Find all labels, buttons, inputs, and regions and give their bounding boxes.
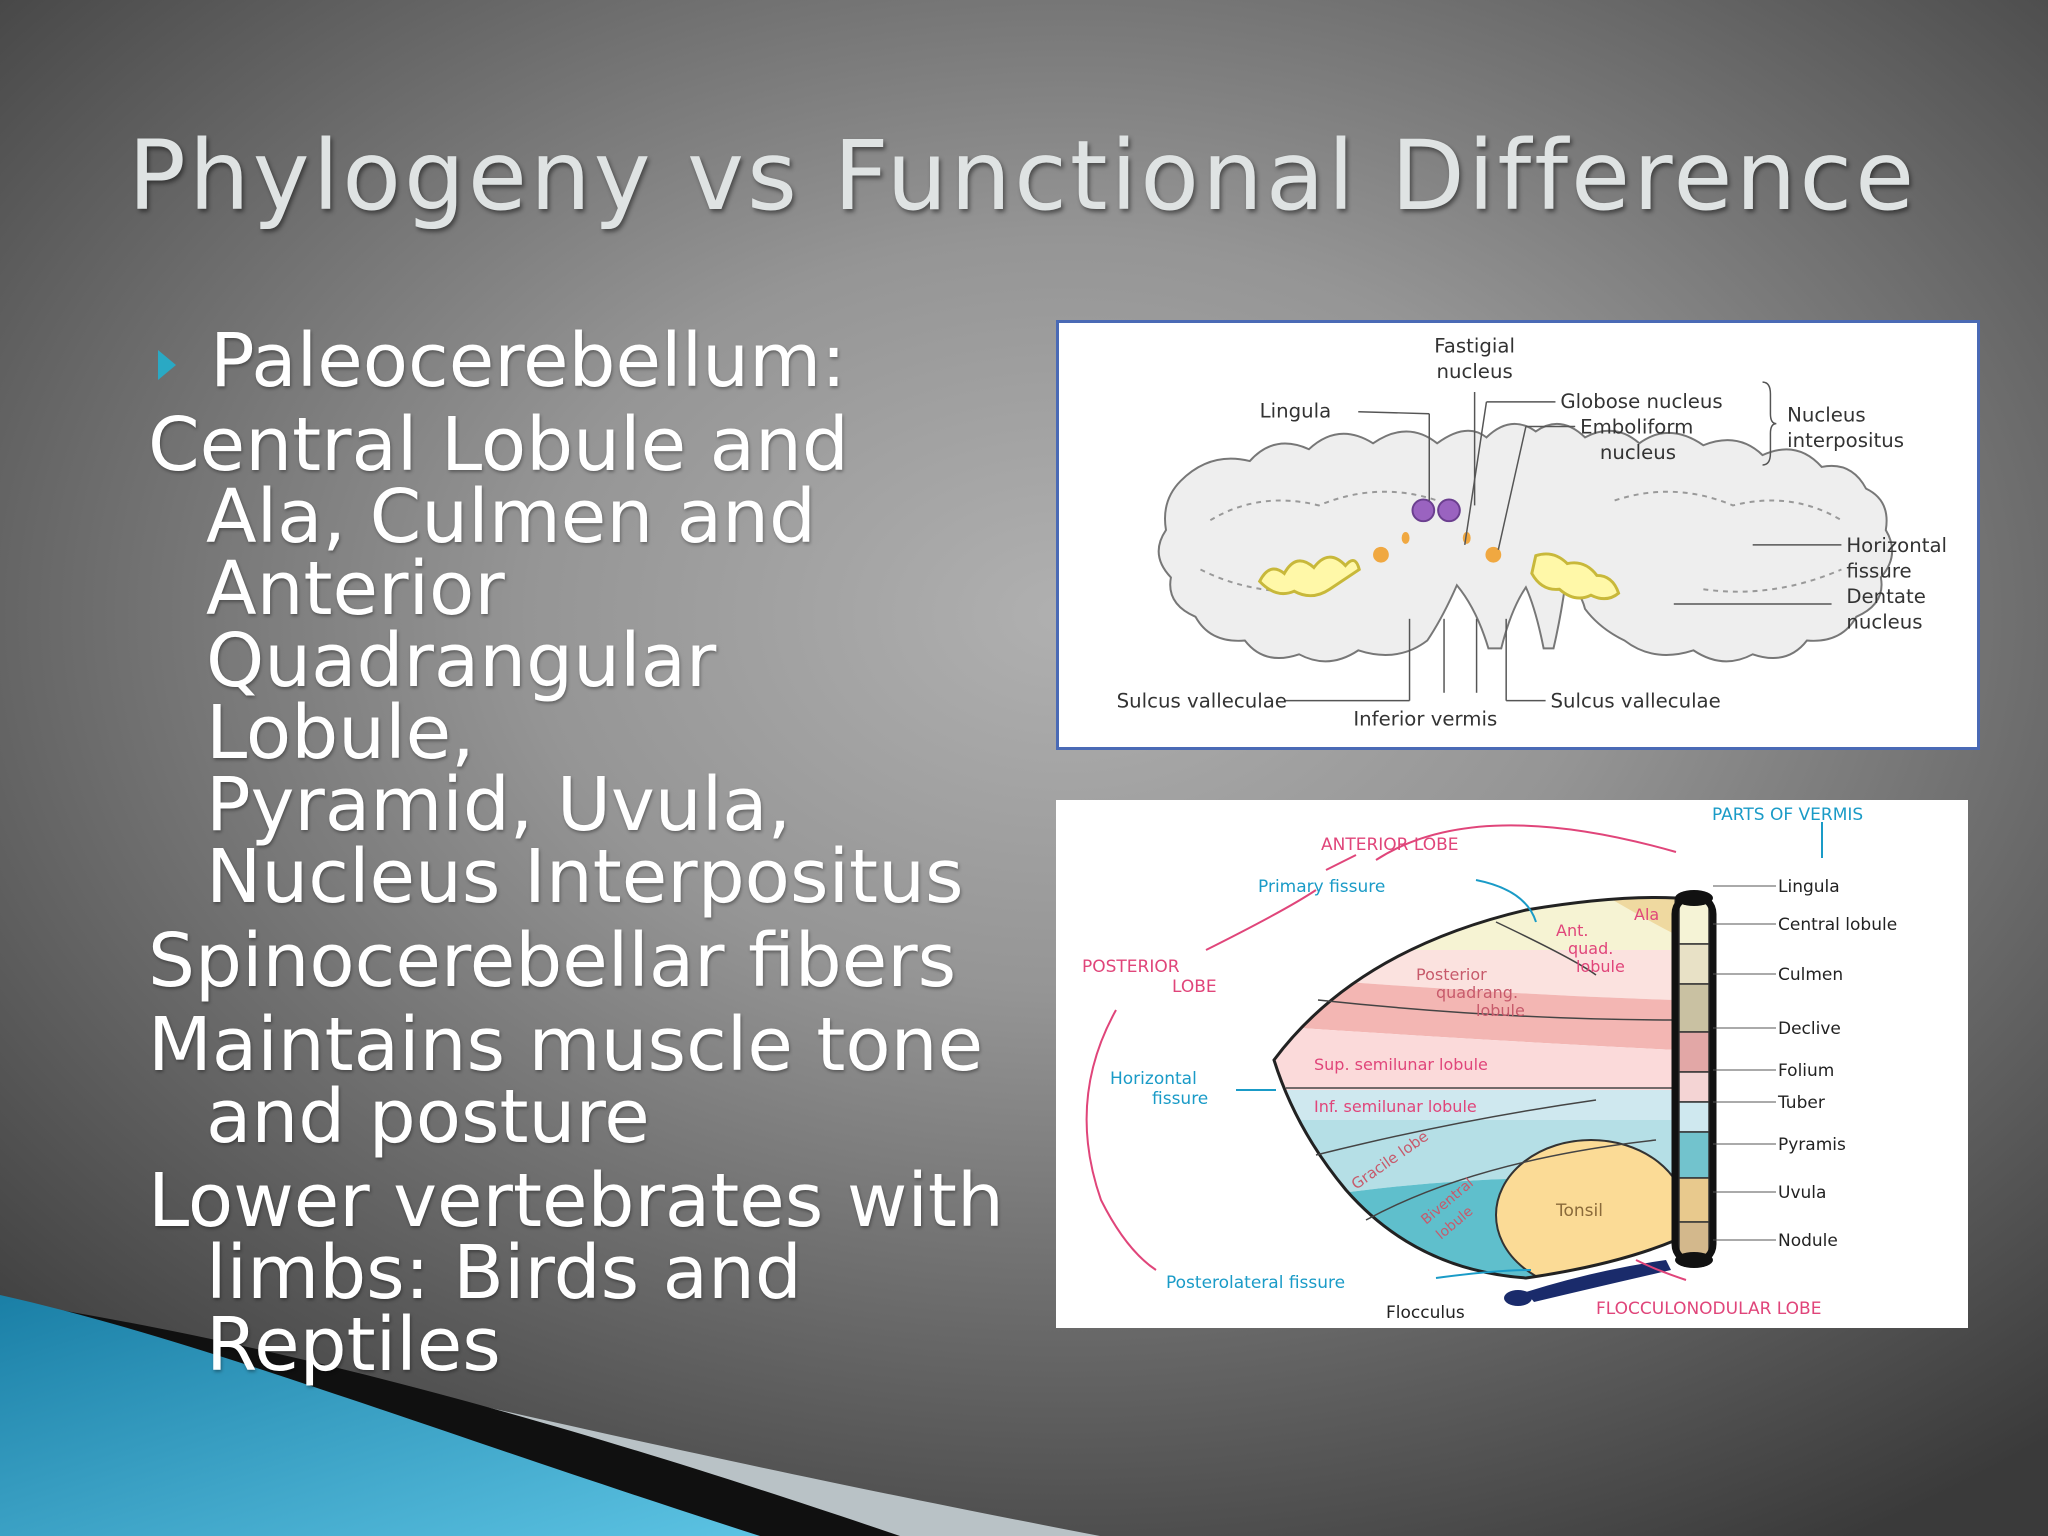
text-line: Spinocerebellar fibers xyxy=(148,918,957,1004)
label-lingula: Lingula xyxy=(1260,400,1332,423)
paragraph: Spinocerebellar fibers xyxy=(148,924,1008,998)
label-posterior-lobe: POSTERIOR xyxy=(1082,957,1180,977)
label-posterior-lobe-2: LOBE xyxy=(1172,977,1217,997)
label-primary-fissure: Primary fissure xyxy=(1258,877,1385,897)
label-emboliform-2: nucleus xyxy=(1600,441,1676,464)
vermis-label-uvula: Uvula xyxy=(1778,1183,1826,1203)
label-horizontal-fissure: Horizontal xyxy=(1110,1069,1197,1089)
label-ant-quad-2: quad. xyxy=(1568,939,1613,958)
label-horizontal-2: fissure xyxy=(1846,559,1911,582)
label-ant-quad: Ant. xyxy=(1556,921,1588,940)
vermis-label-pyramis: Pyramis xyxy=(1778,1135,1846,1155)
label-horizontal: Horizontal xyxy=(1846,534,1947,557)
vermis-label-lingula: Lingula xyxy=(1778,877,1840,897)
label-posterolateral-fissure: Posterolateral fissure xyxy=(1166,1273,1345,1293)
label-ala: Ala xyxy=(1634,905,1659,924)
text-line: Nucleus Interpositus xyxy=(206,834,964,920)
text-line: Reptiles xyxy=(206,1302,501,1388)
paragraph: Lower vertebrates with limbs: Birds and … xyxy=(148,1164,1008,1382)
cerebellum-section-figure: Fastigial nucleus Lingula Globose nucleu… xyxy=(1056,320,1980,750)
label-flocculonodular-lobe: FLOCCULONODULAR LOBE xyxy=(1596,1299,1821,1319)
label-inferior-vermis: Inferior vermis xyxy=(1353,707,1497,730)
text-line: Quadrangular Lobule, xyxy=(206,618,717,776)
label-posterior-quad: Posterior xyxy=(1416,965,1487,984)
label-horizontal-fissure-2: fissure xyxy=(1152,1089,1208,1109)
bullet-lead-text: Paleocerebellum: xyxy=(210,318,847,404)
label-posterior-quad-2: quadrang. xyxy=(1436,983,1518,1002)
paragraph: Maintains muscle tone and posture xyxy=(148,1008,1008,1154)
vermis-parts-diagram: Lingula Central lobule Culmen Declive Fo… xyxy=(1082,805,1897,1323)
slide-title: Phylogeny vs Functional Difference xyxy=(128,120,1918,232)
text-line: Anterior xyxy=(206,546,505,632)
vermis-label-tuber: Tuber xyxy=(1777,1093,1825,1113)
label-flocculus: Flocculus xyxy=(1386,1303,1465,1323)
label-emboliform: Emboliform xyxy=(1580,415,1693,438)
bullet-arrow-icon xyxy=(158,350,176,380)
label-ant-quad-3: lobule xyxy=(1576,957,1625,976)
vermis-parts-list: Lingula Central lobule Culmen Declive Fo… xyxy=(1713,877,1897,1251)
label-interpositus: Nucleus xyxy=(1787,404,1865,427)
vermis-label-declive: Declive xyxy=(1778,1019,1841,1039)
label-dentate-2: nucleus xyxy=(1846,611,1922,634)
label-fastigial: Fastigial xyxy=(1434,335,1515,358)
vermis-label-folium: Folium xyxy=(1778,1061,1834,1081)
label-sulcus-left: Sulcus valleculae xyxy=(1117,690,1287,713)
label-interpositus-2: interpositus xyxy=(1787,429,1904,452)
vermis-label-central-lobule: Central lobule xyxy=(1778,915,1897,935)
text-line: and posture xyxy=(206,1074,650,1160)
label-inf-semilunar: Inf. semilunar lobule xyxy=(1314,1097,1477,1116)
label-posterior-quad-3: lobule xyxy=(1476,1001,1525,1020)
label-sulcus-right: Sulcus valleculae xyxy=(1551,690,1721,713)
slide-body: Paleocerebellum: Central Lobule and Ala,… xyxy=(148,318,1008,1382)
label-tonsil: Tonsil xyxy=(1555,1201,1603,1221)
vermis-label-nodule: Nodule xyxy=(1778,1231,1838,1251)
text-line: Pyramid, Uvula, xyxy=(206,762,792,848)
paragraph: Central Lobule and Ala, Culmen and Anter… xyxy=(148,408,1008,914)
label-fastigial-2: nucleus xyxy=(1437,360,1513,383)
text-line: Lower vertebrates with xyxy=(148,1158,1004,1244)
label-globose: Globose nucleus xyxy=(1560,390,1722,413)
bullet-item: Paleocerebellum: xyxy=(148,318,1008,404)
text-line: Ala, Culmen and xyxy=(206,474,816,560)
text-line: Maintains muscle tone xyxy=(148,1002,984,1088)
label-dentate: Dentate xyxy=(1846,585,1926,608)
vermis-parts-figure: Lingula Central lobule Culmen Declive Fo… xyxy=(1056,800,1968,1328)
label-anterior-lobe: ANTERIOR LOBE xyxy=(1321,835,1459,855)
vermis-label-culmen: Culmen xyxy=(1778,965,1843,985)
label-parts-of-vermis: PARTS OF VERMIS xyxy=(1712,805,1863,825)
text-line: Central Lobule and xyxy=(148,402,849,488)
text-line: limbs: Birds and xyxy=(206,1230,802,1316)
label-sup-semilunar: Sup. semilunar lobule xyxy=(1314,1055,1488,1074)
cerebellum-section-diagram: Fastigial nucleus Lingula Globose nucleu… xyxy=(1117,335,1947,731)
